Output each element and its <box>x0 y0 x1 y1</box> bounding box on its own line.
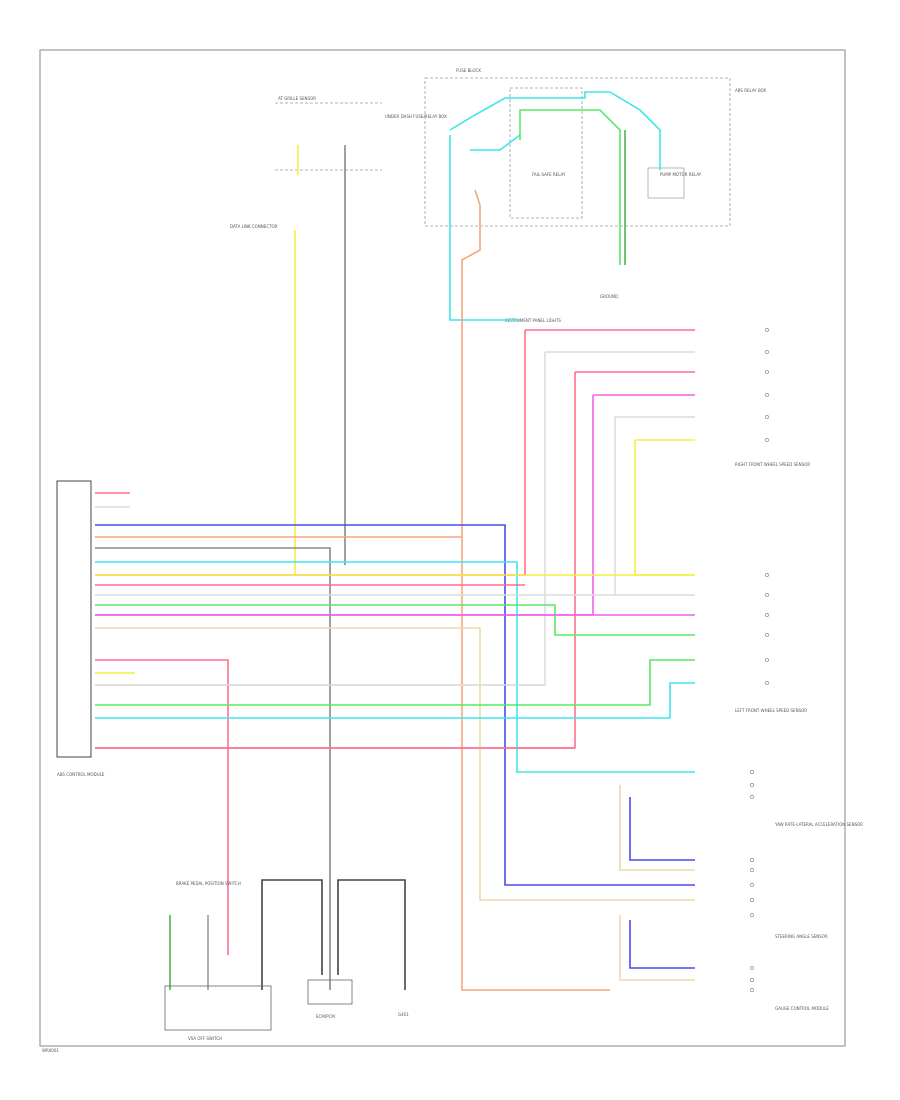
steer-terminal-3 <box>750 898 754 902</box>
ground-point-label: G401 <box>398 1012 409 1017</box>
meter-terminal-1 <box>750 978 754 982</box>
wire-top-green <box>519 109 621 265</box>
vsa-switch-label: VSA OFF SWITCH <box>188 1036 222 1041</box>
meter-terminal-2 <box>750 988 754 992</box>
connector-terminal-4 <box>765 415 769 419</box>
page-code: WR0001 <box>42 1048 59 1053</box>
wire-top-cyan-a <box>449 91 661 170</box>
wire-yaw-tan <box>619 785 695 871</box>
wire-cyan-b <box>95 682 695 719</box>
yaw-rate-sensor-label: YAW RATE-LATERAL ACCELERATION SENSOR <box>774 822 863 827</box>
steer-terminal-0 <box>750 858 754 862</box>
wire-yaw-blue <box>629 797 695 861</box>
wire-pink-1-drop <box>95 395 594 616</box>
connector-terminal-5 <box>765 438 769 442</box>
steer-terminal-2 <box>750 883 754 887</box>
abs-module-block <box>56 480 92 758</box>
abs-module-label: ABS CONTROL MODULE <box>57 772 105 777</box>
steer-terminal-1 <box>750 868 754 872</box>
connector-terminal-1 <box>765 350 769 354</box>
relay-fuse-label: FUSE BLOCK <box>456 68 481 73</box>
front-left-sensor-label: LEFT FRONT WHEEL SPEED SENSOR <box>735 708 807 713</box>
ecm-connector-box <box>307 979 353 1005</box>
vsa-switch-box <box>164 985 272 1031</box>
relay-box-label: ABS RELAY BOX <box>735 88 767 93</box>
wire-red-1-drop <box>95 330 526 576</box>
wire-red-2-drop <box>95 372 576 749</box>
wire-group <box>95 91 769 992</box>
pump-motor-relay-label: PUMP MOTOR RELAY <box>660 172 702 177</box>
connector-terminal-0 <box>765 328 769 332</box>
ecm-label: ECM/PCM <box>316 1014 335 1019</box>
front-right-sensor-label: RIGHT FRONT WHEEL SPEED SENSOR <box>735 462 810 467</box>
wire-red-switch <box>95 659 229 955</box>
wire-cyan <box>95 561 695 773</box>
connector-terminal-2 <box>765 370 769 374</box>
brake-switch-label: BRAKE PEDAL POSITION SWITCH <box>176 881 241 886</box>
data-link-label: DATA LINK CONNECTOR <box>230 224 278 229</box>
meter-terminal-0 <box>750 966 754 970</box>
connector-terminal-8 <box>765 613 769 617</box>
wire-steer-tan <box>619 915 695 981</box>
wire-light-1-drop <box>95 352 546 686</box>
wire-top-cyan-c <box>470 134 521 151</box>
connector-terminal-7 <box>765 593 769 597</box>
yaw-terminal-0 <box>750 770 754 774</box>
pump-relay-block <box>647 167 685 199</box>
diagram-frame <box>39 49 846 1047</box>
yaw-terminal-2 <box>750 795 754 799</box>
connector-terminal-10 <box>765 658 769 662</box>
connector-terminal-3 <box>765 393 769 397</box>
wire-top-orange-riser <box>461 189 610 991</box>
fail-safe-relay-label: FAIL-SAFE RELAY <box>532 172 566 177</box>
wire-green-b <box>95 659 695 706</box>
wire-light-2-drop <box>614 417 695 596</box>
wire-black-2 <box>337 879 406 990</box>
wire-tan <box>95 627 695 901</box>
wire-black-1 <box>261 879 323 990</box>
instrument-note-label: INSTRUMENT PANEL LIGHTS <box>505 318 561 323</box>
relay-box-outline <box>424 77 731 227</box>
yaw-terminal-1 <box>750 783 754 787</box>
wire-yellow-2-drop <box>634 440 695 576</box>
steer-terminal-4 <box>750 913 754 917</box>
wire-top-cyan-b <box>449 135 520 321</box>
connector-terminal-6 <box>765 573 769 577</box>
wire-steer-blue <box>629 920 695 969</box>
wire-green <box>95 604 695 636</box>
steering-sensor-label: STEERING ANGLE SENSOR <box>775 934 828 939</box>
combination-meter-label: GAUGE CONTROL MODULE <box>775 1006 829 1011</box>
connector-terminal-11 <box>765 681 769 685</box>
connector-terminal-9 <box>765 633 769 637</box>
ground-label: GROUND <box>600 294 618 299</box>
under-dash-label: UNDER DASH FUSE/RELAY BOX <box>385 114 447 119</box>
wire-gray <box>95 547 331 990</box>
relay-inner-block <box>509 87 583 219</box>
top-component-title: AT GRILLE SENSOR <box>278 96 316 101</box>
